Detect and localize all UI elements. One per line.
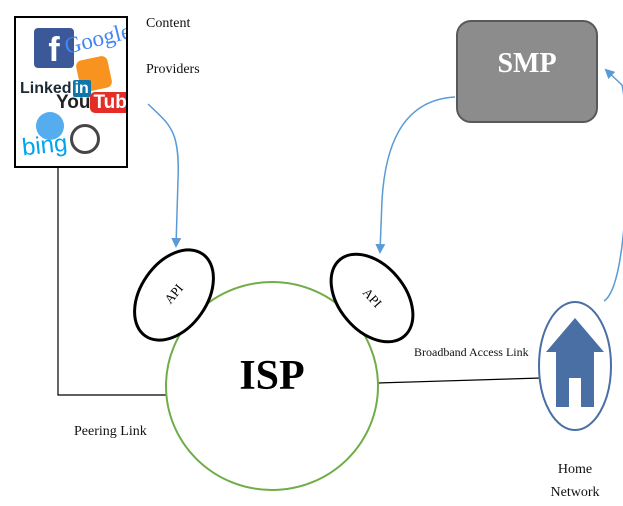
peering-link-line — [57, 168, 176, 396]
broadband-link-line — [377, 377, 542, 384]
youtube-tube: Tube — [90, 92, 126, 113]
youtube-logo: YouTube — [56, 92, 126, 114]
google-logo: Google — [61, 18, 128, 59]
providers-label-line2: Providers — [146, 62, 200, 77]
smp-box — [456, 20, 598, 123]
isp-ellipse — [165, 281, 379, 491]
broadband-link-label: Broadband Access Link — [414, 345, 529, 359]
wordpress-logo — [70, 124, 100, 154]
bing-logo: bing — [20, 129, 69, 162]
smp-label: SMP — [497, 48, 557, 79]
twitter-logo — [36, 112, 64, 140]
api-right-ellipse — [329, 252, 415, 344]
content-label-line1: Content — [146, 16, 191, 31]
linkedin-in: in — [72, 80, 91, 97]
youtube-you: You — [56, 92, 91, 113]
arrow-cp-to-api — [147, 103, 182, 248]
facebook-logo: f — [34, 28, 74, 69]
arrow-home-to-smp — [603, 68, 623, 302]
home-label-line1: Home — [557, 462, 593, 477]
house-icon — [546, 318, 604, 407]
peering-link-label: Peering Link — [74, 424, 147, 439]
arrow-smp-to-api — [375, 96, 456, 254]
isp-label: ISP — [239, 353, 305, 399]
api-left-ellipse — [133, 248, 215, 342]
linkedin-text: Linked — [20, 80, 72, 97]
network-label-line2: Network — [550, 485, 600, 500]
